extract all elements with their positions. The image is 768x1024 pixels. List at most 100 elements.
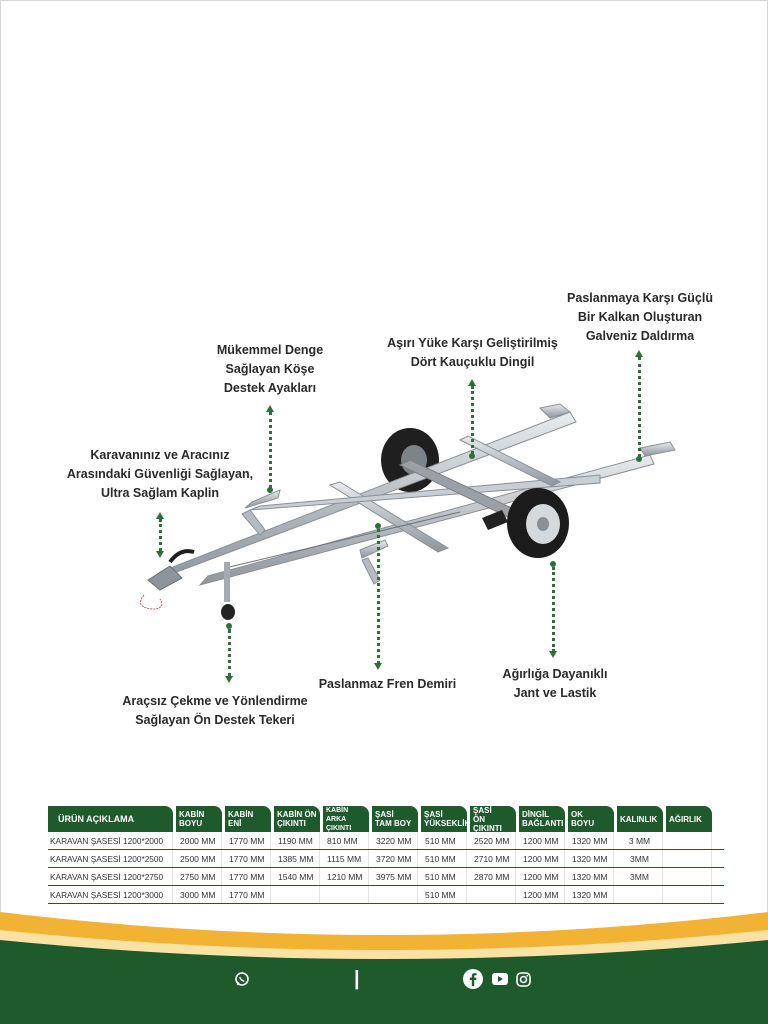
table-cell (372, 886, 418, 903)
table-cell: 2750 MM (176, 868, 222, 885)
table-cell: 1770 MM (225, 868, 271, 885)
youtube-icon[interactable] (492, 973, 508, 985)
callout-arrow (374, 663, 382, 670)
table-cell: 1770 MM (225, 886, 271, 903)
table-cell: 510 MM (421, 832, 467, 849)
column-header: KABİN ENİ (225, 806, 271, 832)
product-name-cell: KARAVAN ŞASESİ 1200*2000 (48, 832, 173, 849)
callout-dot (375, 523, 381, 529)
callout-line (228, 629, 231, 677)
callout-rim-tire: Ağırlığa Dayanıklı Jant ve Lastik (502, 667, 608, 700)
table-cell: 1200 MM (519, 832, 565, 849)
instagram-icon[interactable] (516, 971, 531, 987)
callout-arrow (225, 676, 233, 683)
table-cell (666, 850, 712, 867)
callout-galvanized-coating: Paslanmaya Karşı Güçlü Bir Kalkan Oluştu… (567, 291, 713, 343)
coupling-icon (139, 549, 195, 610)
table-cell: 2000 MM (176, 832, 222, 849)
table-cell (323, 886, 369, 903)
spec-table-header: ÜRÜN AÇIKLAMA KABİN BOYU KABİN ENİ KABİN… (48, 806, 724, 833)
footer-social-links (462, 966, 531, 992)
table-cell: 2500 MM (176, 850, 222, 867)
column-header: KABİN ARKA ÇIKINTI (323, 806, 369, 832)
product-name-cell: KARAVAN ŞASESİ 1200*2500 (48, 850, 173, 867)
callout-line (638, 357, 641, 457)
table-cell: 1320 MM (568, 886, 614, 903)
table-cell (666, 868, 712, 885)
callout-line (159, 519, 162, 551)
column-header: ŞASİ TAM BOY (372, 806, 418, 832)
column-header: ŞASİ ÖN ÇIKINTI (470, 806, 516, 833)
table-cell: 1190 MM (274, 832, 320, 849)
column-header: OK BOYU (568, 806, 614, 832)
table-cell: 3220 MM (372, 832, 418, 849)
callout-line (377, 529, 380, 664)
table-cell: 1320 MM (568, 832, 614, 849)
jockey-wheel-icon (221, 562, 235, 620)
table-cell (274, 886, 320, 903)
product-name-cell: KARAVAN ŞASESİ 1200*2750 (48, 868, 173, 885)
spec-table: ÜRÜN AÇIKLAMA KABİN BOYU KABİN ENİ KABİN… (48, 806, 724, 904)
table-cell: 3MM (617, 868, 663, 885)
table-cell: 1115 MM (323, 850, 369, 867)
callout-dot (636, 456, 642, 462)
table-cell (666, 886, 712, 903)
table-cell: 1200 MM (519, 886, 565, 903)
callout-line (269, 412, 272, 488)
product-name-cell: KARAVAN ŞASESİ 1200*3000 (48, 886, 173, 903)
table-cell: 810 MM (323, 832, 369, 849)
table-cell: 2710 MM (470, 850, 516, 867)
callout-dot (267, 487, 273, 493)
footer-green-wave (0, 940, 768, 1024)
column-header: KALINLIK (617, 806, 663, 832)
callout-arrow (266, 405, 274, 412)
front-wheel-icon (507, 488, 569, 558)
table-cell: 1770 MM (225, 832, 271, 849)
callout-line (552, 567, 555, 652)
facebook-icon[interactable] (462, 968, 484, 990)
column-header: DİNGİL BAĞLANTI (519, 806, 565, 832)
table-cell: 1320 MM (568, 868, 614, 885)
table-cell: 1210 MM (323, 868, 369, 885)
table-cell: 2870 MM (470, 868, 516, 885)
table-cell: 2520 MM (470, 832, 516, 849)
callout-arrow (468, 379, 476, 386)
table-cell: 510 MM (421, 868, 467, 885)
callout-line (471, 386, 474, 454)
callout-brake-rod: Paslanmaz Fren Demiri (318, 677, 457, 691)
table-cell: 3000 MM (176, 886, 222, 903)
callout-axle: Aşırı Yüke Karşı Geliştirilmiş Dört Kauç… (387, 336, 558, 369)
table-cell (617, 886, 663, 903)
table-cell (666, 832, 712, 849)
callout-arrow (156, 512, 164, 519)
callout-corner-legs: Mükemmel Denge Sağlayan Köşe Destek Ayak… (216, 343, 324, 395)
callout-arrow (549, 651, 557, 658)
footer-whatsapp[interactable] (234, 966, 250, 992)
table-cell: 1385 MM (274, 850, 320, 867)
table-cell: 1320 MM (568, 850, 614, 867)
table-cell: 510 MM (421, 886, 467, 903)
table-cell: 3 MM (617, 832, 663, 849)
table-cell: 3975 MM (372, 868, 418, 885)
table-cell: 1200 MM (519, 868, 565, 885)
table-cell: 3MM (617, 850, 663, 867)
table-cell: 1770 MM (225, 850, 271, 867)
footer-separator: | (354, 967, 360, 990)
callout-dot (469, 453, 475, 459)
table-cell (470, 886, 516, 903)
trailer-chassis-illustration (139, 403, 676, 620)
table-cell: 3720 MM (372, 850, 418, 867)
footer-band (0, 912, 768, 1024)
callout-arrow (635, 350, 643, 357)
callout-dot (550, 561, 556, 567)
callout-jockey-wheel: Araçsız Çekme ve Yönlendirme Sağlayan Ön… (122, 694, 308, 727)
column-header: KABİN BOYU (176, 806, 222, 832)
callout-dot (226, 623, 232, 629)
table-cell: 1540 MM (274, 868, 320, 885)
whatsapp-icon[interactable] (234, 971, 250, 987)
column-header: AĞIRLIK (666, 806, 712, 832)
